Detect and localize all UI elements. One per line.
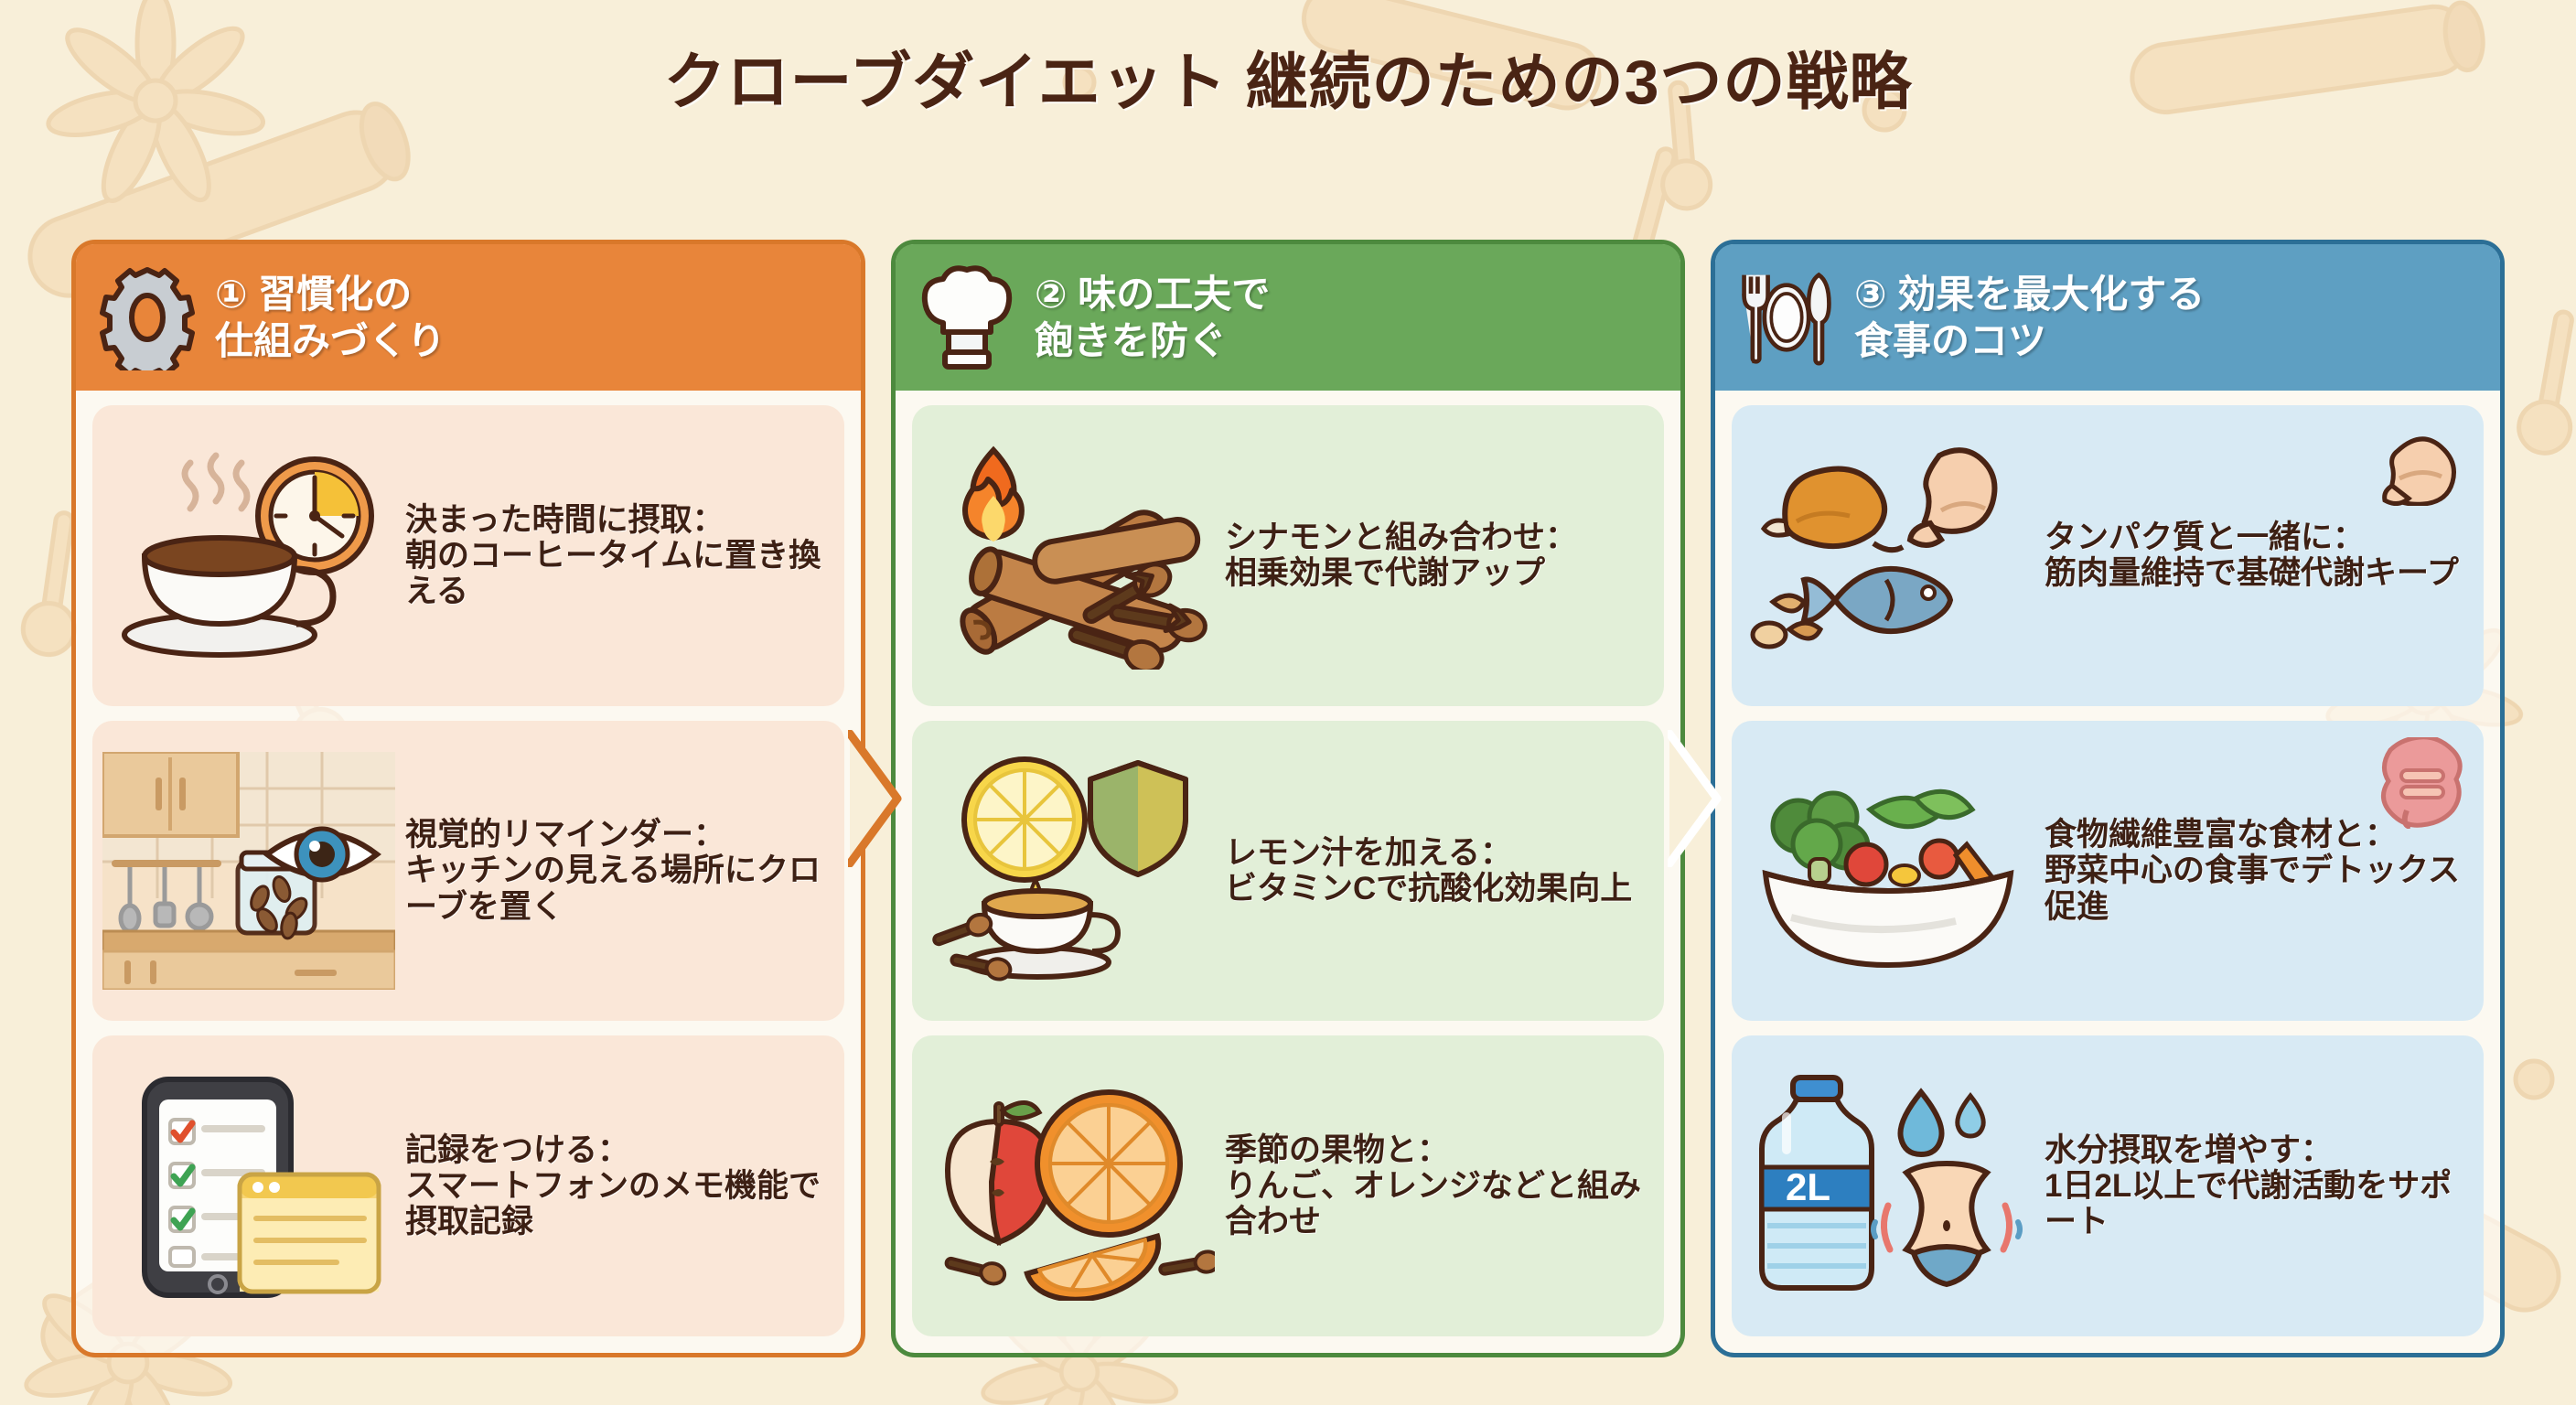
card-fiber-body: 野菜中心の食事でデトックス促進 <box>2045 853 2460 925</box>
smartphone-checklist-note-illustration <box>98 1041 400 1331</box>
card-lemon-juice-body: ビタミンCで抗酸化効果向上 <box>1225 871 1633 906</box>
card-hydration-text: 水分摂取を増やす： 1日2L以上で代謝活動をサポート <box>2045 1132 2471 1240</box>
column-2-title-line1: ② 味の工夫で <box>1035 272 1271 316</box>
card-protein-text: タンパク質と一緒に： 筋肉量維持で基礎代謝キープ <box>2045 520 2471 591</box>
card-cinnamon-combo[interactable]: シナモンと組み合わせ： 相乗効果で代謝アップ <box>912 405 1664 706</box>
card-record-keeping[interactable]: 記録をつける： スマートフォンのメモ機能で摂取記録 <box>92 1035 844 1337</box>
card-seasonal-fruit-text: 季節の果物と： りんご、オレンジなどと組み合わせ <box>1225 1132 1651 1240</box>
apple-orange-slices-illustration <box>918 1041 1219 1331</box>
card-record-keeping-body: スマートフォンのメモ機能で摂取記録 <box>405 1168 821 1240</box>
card-hydration[interactable]: 2L <box>1732 1035 2484 1337</box>
card-lemon-juice-label: レモン汁を加える： <box>1225 834 1512 871</box>
card-seasonal-fruit[interactable]: 季節の果物と： りんご、オレンジなどと組み合わせ <box>912 1035 1664 1337</box>
column-2-cards: シナモンと組み合わせ： 相乗効果で代謝アップ <box>896 391 1680 1353</box>
column-1-title: ① 習慣化の 仕組みづくり <box>215 271 445 364</box>
card-protein[interactable]: タンパク質と一緒に： 筋肉量維持で基礎代謝キープ <box>1732 405 2484 706</box>
card-cinnamon-combo-text: シナモンと組み合わせ： 相乗効果で代謝アップ <box>1225 520 1651 591</box>
column-3-cards: タンパク質と一緒に： 筋肉量維持で基礎代謝キープ <box>1715 391 2500 1353</box>
gear-icon <box>100 264 195 370</box>
flexed-biceps-icon <box>2381 422 2469 510</box>
card-cinnamon-combo-body: 相乗効果で代謝アップ <box>1225 555 1546 592</box>
card-coffee-time-body: 朝のコーヒータイムに置き換える <box>405 537 821 609</box>
card-fiber-label: 食物繊維豊富な食材と： <box>2045 817 2398 853</box>
card-protein-body: 筋肉量維持で基礎代謝キープ <box>2045 555 2459 592</box>
card-visual-reminder-body: キッチンの見える場所にクローブを置く <box>405 853 821 925</box>
cinnamon-sticks-flame-cloves-illustration <box>918 411 1219 701</box>
strategy-column-3: ③ 効果を最大化する 食事のコツ <box>1711 240 2505 1357</box>
card-protein-label: タンパク質と一緒に： <box>2045 520 2366 556</box>
column-1-title-line2: 仕組みづくり <box>215 319 446 362</box>
column-2-header: ② 味の工夫で 飽きを防ぐ <box>896 244 1680 391</box>
card-lemon-juice[interactable]: レモン汁を加える： ビタミンCで抗酸化効果向上 <box>912 720 1664 1022</box>
card-seasonal-fruit-body: りんご、オレンジなどと組み合わせ <box>1225 1168 1642 1240</box>
intestines-icon <box>2374 734 2469 833</box>
salad-bowl-illustration <box>1737 726 2039 1016</box>
column-3-header: ③ 効果を最大化する 食事のコツ <box>1715 244 2500 391</box>
column-1-header: ① 習慣化の 仕組みづくり <box>76 244 861 391</box>
strategy-column-1: ① 習慣化の 仕組みづくり <box>71 240 902 1357</box>
bottle-label-text: 2L <box>1786 1165 1830 1208</box>
coffee-clock-illustration <box>98 411 400 701</box>
column-3-title: ③ 効果を最大化する 食事のコツ <box>1854 271 2205 364</box>
kitchen-eye-clove-jar-illustration <box>98 726 400 1016</box>
card-seasonal-fruit-label: 季節の果物と： <box>1225 1132 1450 1168</box>
column-3-title-line2: 食事のコツ <box>1854 319 2047 362</box>
chicken-fish-muscle-illustration <box>1737 411 2039 701</box>
column-1-title-line1: ① 習慣化の <box>215 272 413 316</box>
card-fiber[interactable]: 食物繊維豊富な食材と： 野菜中心の食事でデトックス促進 <box>1732 720 2484 1022</box>
card-hydration-label: 水分摂取を増やす： <box>2045 1132 2334 1168</box>
chef-hat-icon <box>919 264 1014 370</box>
card-cinnamon-combo-label: シナモンと組み合わせ： <box>1225 520 1578 556</box>
fork-plate-knife-icon <box>1739 264 1834 370</box>
column-2-title: ② 味の工夫で 飽きを防ぐ <box>1035 271 1270 364</box>
column-1-cards: 決まった時間に摂取： 朝のコーヒータイムに置き換える <box>76 391 861 1353</box>
card-visual-reminder[interactable]: 視覚的リマインダー： キッチンの見える場所にクローブを置く <box>92 720 844 1022</box>
card-coffee-time-label: 決まった時間に摂取： <box>405 501 724 538</box>
strategy-column-2: ② 味の工夫で 飽きを防ぐ <box>891 240 1722 1357</box>
card-lemon-juice-text: レモン汁を加える： ビタミンCで抗酸化効果向上 <box>1225 835 1651 906</box>
page-title-container: クローブダイエット 継続のための3つの戦略 <box>0 31 2576 122</box>
strategy-columns: ① 習慣化の 仕組みづくり <box>71 240 2505 1357</box>
column-3-title-line1: ③ 効果を最大化する <box>1854 272 2206 316</box>
card-coffee-time[interactable]: 決まった時間に摂取： 朝のコーヒータイムに置き換える <box>92 405 844 706</box>
card-record-keeping-text: 記録をつける： スマートフォンのメモ機能で摂取記録 <box>405 1132 832 1240</box>
water-bottle-2l-illustration: 2L <box>1737 1041 2039 1331</box>
card-record-keeping-label: 記録をつける： <box>405 1132 630 1168</box>
page-title: クローブダイエット 継続のための3つの戦略 <box>663 48 1913 117</box>
card-visual-reminder-text: 視覚的リマインダー： キッチンの見える場所にクローブを置く <box>405 817 832 925</box>
card-hydration-body: 1日2L以上で代謝活動をサポート <box>2045 1168 2453 1240</box>
column-2-title-line2: 飽きを防ぐ <box>1035 319 1228 362</box>
card-coffee-time-text: 決まった時間に摂取： 朝のコーヒータイムに置き換える <box>405 502 832 610</box>
card-fiber-text: 食物繊維豊富な食材と： 野菜中心の食事でデトックス促進 <box>2045 817 2471 925</box>
lemon-shield-teacup-illustration <box>918 726 1219 1016</box>
card-visual-reminder-label: 視覚的リマインダー： <box>405 817 726 853</box>
